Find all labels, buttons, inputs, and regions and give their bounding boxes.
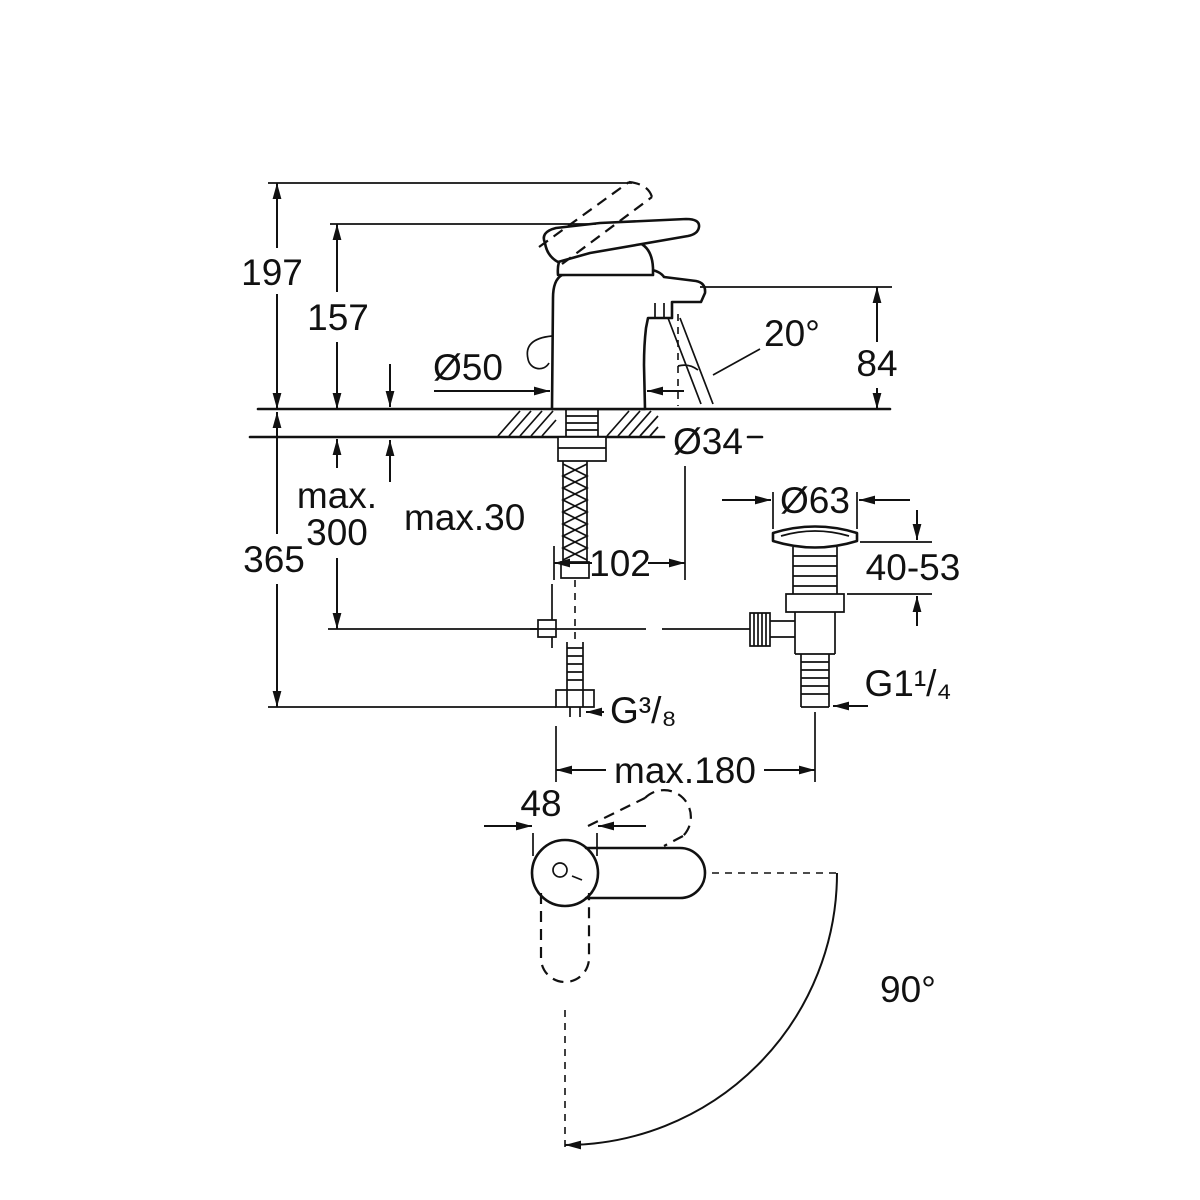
dimension-swivel-angle: 90° — [564, 872, 936, 1150]
dimension-waste-thread: G1¹/₄ — [833, 663, 952, 711]
dimension-body-height: 157 — [307, 223, 596, 409]
dim-body-height-label: 157 — [307, 297, 369, 338]
dimension-max-depth: max. 300 — [297, 439, 556, 630]
pop-up-knob — [526, 335, 553, 370]
dimension-supply-thread: G³/₈ — [586, 690, 677, 731]
dim-max-depth-label-line2: 300 — [306, 512, 368, 553]
dim-supply-thread-label: G³/₈ — [610, 690, 677, 731]
handle-raised-position — [538, 180, 654, 265]
dim-waste-thread-label: G1¹/₄ — [864, 663, 951, 704]
handle-top-view — [530, 789, 707, 984]
faucet-outline — [526, 180, 714, 411]
handle-rotated-position — [587, 789, 692, 847]
side-view: 197 157 Ø50 20° 84 365 — [241, 180, 960, 791]
dim-overall-below-label: 365 — [243, 539, 305, 580]
dim-swivel-angle-label: 90° — [880, 969, 936, 1010]
dim-flange-diameter-label: Ø63 — [780, 480, 850, 521]
dimension-hole-diameter: Ø34 — [673, 421, 743, 580]
dimension-rod-offset: 102 — [553, 543, 685, 584]
dimension-waste-adjustment: 40-53 — [847, 510, 960, 626]
dimension-spout-height: 84 — [700, 286, 898, 409]
dim-hole-diameter-label: Ø34 — [673, 421, 743, 462]
pop-up-rod — [530, 584, 750, 648]
dim-deck-thickness-label: max.30 — [404, 497, 525, 538]
spout-projection — [539, 893, 591, 984]
top-view: 48 90° — [484, 783, 936, 1150]
dimension-deck-thickness: max.30 — [385, 364, 525, 538]
dim-stream-angle-label: 20° — [764, 313, 820, 354]
dim-max-depth-label-line1: max. — [297, 475, 377, 516]
dim-waste-adjustment-label: 40-53 — [866, 547, 961, 588]
dimension-handle-width: 48 — [484, 783, 646, 856]
dim-base-diameter-label: Ø50 — [433, 347, 503, 388]
dimension-flange-diameter: Ø63 — [722, 480, 910, 529]
dim-rod-offset-label: 102 — [589, 543, 651, 584]
handle-lever — [542, 217, 701, 264]
dimension-stream-angle: 20° — [712, 313, 820, 376]
dimension-overall-below: 365 — [243, 412, 556, 708]
dim-handle-width-label: 48 — [520, 783, 561, 824]
dimension-base-diameter: Ø50 — [433, 347, 684, 396]
water-stream — [667, 317, 714, 405]
dim-total-height-label: 197 — [241, 252, 303, 293]
dim-spout-height-label: 84 — [856, 343, 897, 384]
dimension-max-reach: max.180 — [555, 712, 816, 791]
drain-assembly — [749, 525, 859, 708]
dim-max-reach-label: max.180 — [614, 750, 756, 791]
supply-hose — [555, 410, 607, 717]
dimension-total-height: 197 — [241, 182, 632, 409]
